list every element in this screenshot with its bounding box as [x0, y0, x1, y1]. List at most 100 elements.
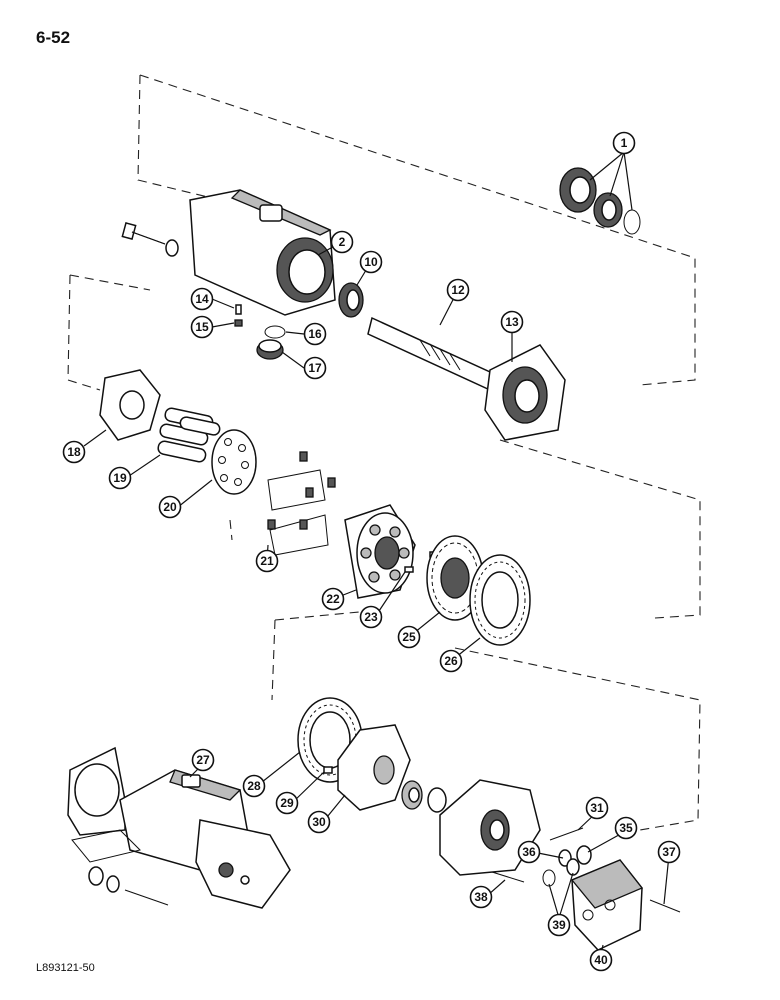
group-outline-rotating — [67, 274, 701, 619]
svg-text:39: 39 — [552, 918, 566, 932]
pump-housing — [189, 189, 336, 316]
svg-text:18: 18 — [67, 445, 81, 459]
dowel-pin — [235, 304, 242, 315]
svg-text:40: 40 — [594, 953, 608, 967]
pump-assembly — [67, 746, 291, 909]
valve-block-bolt — [649, 899, 681, 913]
end-cap-pin — [323, 766, 333, 774]
svg-text:28: 28 — [247, 779, 261, 793]
callout-39: 38 — [469, 885, 493, 909]
callout-18: 17 — [303, 356, 327, 380]
callout-30: 25 — [397, 625, 421, 649]
svg-text:19: 19 — [113, 471, 127, 485]
piston-set — [157, 407, 221, 463]
callout-12: 35 — [614, 816, 638, 840]
end-cap-ring — [427, 787, 447, 813]
svg-text:31: 31 — [590, 801, 604, 815]
callout-31: 23 — [359, 605, 383, 629]
cylinder-block — [344, 504, 416, 599]
valve-block-o-ring — [566, 858, 580, 876]
end-cap-screw — [549, 827, 584, 841]
svg-text:22: 22 — [326, 592, 340, 606]
callout-25: 19 — [108, 466, 132, 490]
pump-mount-plate — [71, 829, 141, 863]
callout-2: 1 — [612, 131, 636, 155]
callout-40: 31 — [585, 796, 609, 820]
callout-10: 40 — [589, 948, 613, 972]
end-cap — [439, 779, 541, 876]
svg-text:20: 20 — [163, 500, 177, 514]
callout-15: 37 — [657, 840, 681, 864]
callout-19: 16 — [303, 322, 327, 346]
retainer-plate-hole — [119, 390, 145, 420]
plug-o-ring — [264, 325, 286, 339]
seal-ring-middle — [593, 192, 623, 228]
svg-text:12: 12 — [451, 283, 465, 297]
callout-23: 13 — [500, 310, 524, 334]
callout-14: 36 — [517, 840, 541, 864]
svg-text:17: 17 — [308, 361, 322, 375]
svg-text:29: 29 — [280, 796, 294, 810]
callout-29: 22 — [321, 587, 345, 611]
callout-20: 2 — [330, 230, 354, 254]
callout-21: 10 — [359, 250, 383, 274]
pump-mount-washers — [88, 866, 120, 893]
svg-text:37: 37 — [662, 845, 676, 859]
small-plug — [234, 319, 243, 327]
svg-text:36: 36 — [522, 845, 536, 859]
gasket-center-ring — [373, 755, 395, 785]
piston-retainer-disc — [211, 429, 257, 495]
shaft-bearing — [338, 282, 364, 318]
group-outline-endcap — [271, 609, 701, 831]
svg-text:26: 26 — [444, 654, 458, 668]
svg-text:13: 13 — [505, 315, 519, 329]
valve-block — [570, 859, 644, 951]
pump-mount-bolt — [124, 889, 169, 906]
callout-35: 26 — [439, 649, 463, 673]
valve-block-seal — [576, 845, 592, 865]
svg-text:1: 1 — [621, 136, 628, 150]
end-bearing-plate — [469, 554, 531, 646]
svg-text:21: 21 — [260, 554, 274, 568]
valve-plate — [426, 535, 484, 621]
locating-pin — [404, 566, 414, 573]
callout-36: 28 — [242, 774, 266, 798]
svg-text:14: 14 — [195, 292, 209, 306]
svg-text:38: 38 — [474, 890, 488, 904]
valve-block-o-ring-2 — [542, 869, 556, 887]
svg-text:30: 30 — [312, 815, 326, 829]
leader-lines — [83, 151, 670, 956]
svg-text:15: 15 — [195, 320, 209, 334]
seal-ring-outer — [559, 167, 597, 213]
svg-text:2: 2 — [339, 235, 346, 249]
callout-16: 14 — [190, 287, 214, 311]
svg-text:27: 27 — [196, 753, 210, 767]
housing-washer — [165, 239, 179, 257]
seal-o-ring — [623, 209, 641, 235]
svg-text:16: 16 — [308, 327, 322, 341]
svg-text:23: 23 — [364, 610, 378, 624]
svg-text:35: 35 — [619, 821, 633, 835]
page-number: 6-52 — [36, 28, 71, 47]
group-outline-housing — [137, 74, 696, 386]
callout-27: 18 — [62, 440, 86, 464]
valve-block-screw — [491, 871, 525, 883]
callout-38: 30 — [307, 810, 331, 834]
svg-text:10: 10 — [364, 255, 378, 269]
housing-bolt — [121, 222, 166, 245]
swash-plate — [484, 344, 566, 441]
drawing-reference-code: L893121-50 — [36, 962, 95, 974]
hold-down-assembly — [267, 451, 336, 556]
callout-22: 12 — [446, 278, 470, 302]
threaded-plug — [256, 339, 284, 360]
callout-37: 29 — [275, 791, 299, 815]
callout-17: 15 — [190, 315, 214, 339]
callout-13: 39 — [547, 913, 571, 937]
drive-shaft — [367, 316, 491, 392]
callout-1: 27 — [191, 748, 215, 772]
callout-28: 21 — [255, 549, 279, 573]
callout-26: 20 — [158, 495, 182, 519]
svg-text:25: 25 — [402, 630, 416, 644]
end-cap-bearing — [401, 780, 423, 810]
